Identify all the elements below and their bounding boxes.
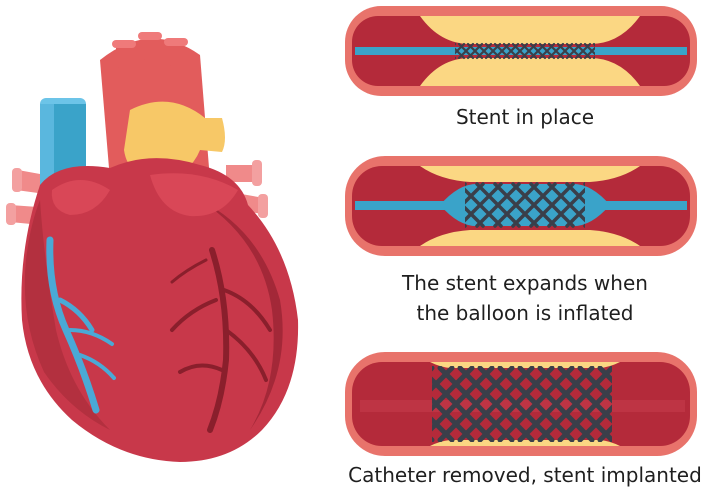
artery-stage-1 [345, 6, 697, 96]
caption-stage-3: Catheter removed, stent implanted [348, 463, 702, 487]
plaque-top [420, 166, 640, 182]
caption-stage-2-line-2: the balloon is inflated [416, 301, 633, 325]
plaque-bottom [420, 58, 640, 86]
artery-stage-3 [345, 352, 697, 456]
plaque-top [420, 16, 640, 44]
artery-stage-2 [345, 156, 697, 256]
caption-stage-2-line-1: The stent expands when [401, 271, 648, 295]
caption-stage-1: Stent in place [456, 105, 594, 129]
heart-illustration [6, 32, 298, 462]
plaque-bottom [420, 230, 640, 246]
